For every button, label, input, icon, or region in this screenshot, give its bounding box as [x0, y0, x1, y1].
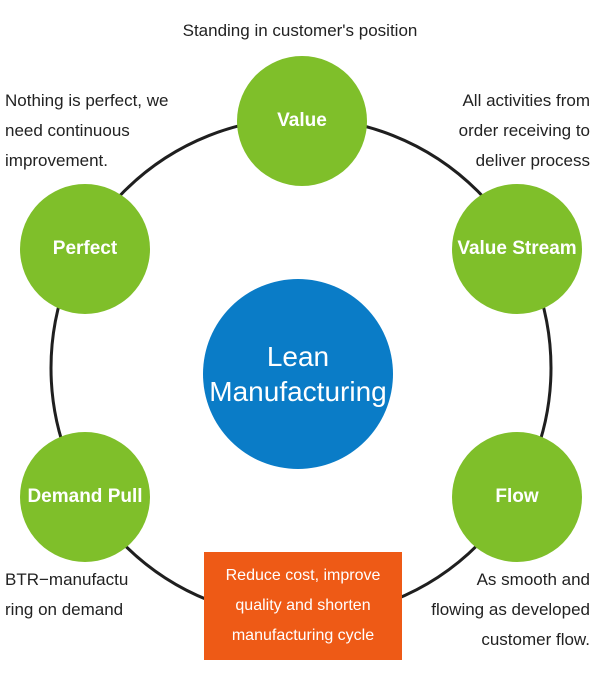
note-flow: As smooth and flowing as developed custo…	[431, 565, 590, 655]
center-lean-manufacturing: Lean Manufacturing	[203, 279, 393, 469]
note-demand-pull-line: ring on demand	[5, 600, 124, 619]
center-label-line: Manufacturing	[209, 376, 387, 407]
node-value-label: Value	[277, 110, 327, 131]
note-perfect-line: Nothing is perfect, we	[5, 91, 169, 110]
goal-box-line: Reduce cost, improve	[225, 567, 381, 584]
node-demand-pull: Demand Pull	[20, 432, 150, 562]
node-perfect: Perfect	[20, 184, 150, 314]
note-flow-line: As smooth and	[476, 570, 590, 589]
note-flow-line: flowing as developed	[431, 600, 590, 619]
node-value-stream-label: Value Stream	[457, 238, 577, 259]
note-perfect-line: need continuous	[5, 121, 130, 140]
goal-box: Reduce cost, improve quality and shorten…	[204, 552, 402, 660]
node-value: Value	[237, 56, 367, 186]
note-value-line: Standing in customer's position	[182, 21, 418, 40]
note-value-stream-line: deliver process	[475, 151, 590, 170]
note-value-stream: All activities from order receiving to d…	[459, 86, 590, 176]
note-perfect: Nothing is perfect, we need continuous i…	[5, 86, 168, 176]
note-demand-pull-line: BTR−manufactu	[5, 570, 129, 589]
goal-box-line: quality and shorten	[235, 597, 371, 614]
goal-box-line: manufacturing cycle	[231, 627, 375, 644]
node-flow-label: Flow	[495, 486, 539, 507]
node-value-stream: Value Stream	[452, 184, 582, 314]
node-perfect-label: Perfect	[52, 238, 118, 259]
note-value-stream-line: All activities from	[462, 91, 590, 110]
note-demand-pull: BTR−manufactu ring on demand	[5, 565, 128, 625]
note-value: Standing in customer's position	[0, 16, 600, 46]
center-label-line: Lean	[266, 341, 330, 372]
note-perfect-line: improvement.	[5, 151, 108, 170]
note-value-stream-line: order receiving to	[458, 121, 590, 140]
node-demand-pull-label: Demand Pull	[27, 486, 143, 507]
note-flow-line: customer flow.	[481, 630, 590, 649]
node-flow: Flow	[452, 432, 582, 562]
